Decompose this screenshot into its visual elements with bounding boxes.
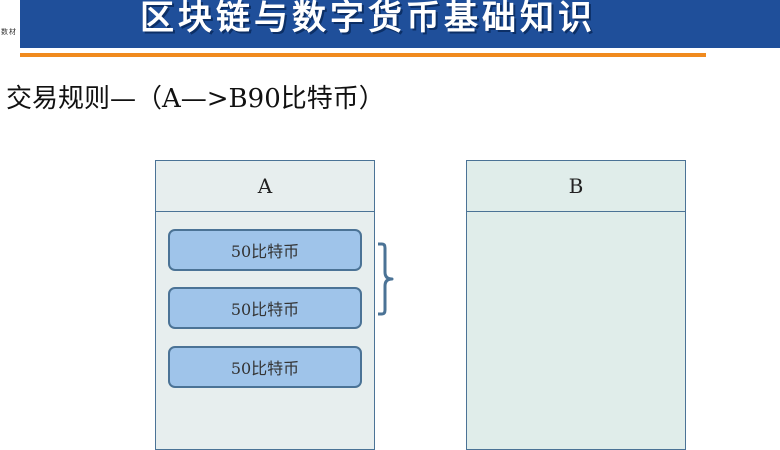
account-a-box: A 50比特币 50比特币 50比特币 [155, 160, 375, 450]
logo-text: 数材 [1, 28, 17, 36]
slide-title: 区块链与数字货币基础知识 [140, 0, 596, 38]
coin-item: 50比特币 [168, 287, 362, 329]
header-accent-line [20, 53, 706, 57]
coin-item: 50比特币 [168, 346, 362, 388]
coin-item: 50比特币 [168, 229, 362, 271]
brace-icon [378, 242, 394, 316]
account-b-box: B [466, 160, 686, 450]
slide-subtitle: 交易规则—（A—>B90比特币） [6, 84, 385, 114]
slide-header: 数材 区块链与数字货币基础知识 [0, 0, 780, 48]
logo: 数材 [0, 0, 20, 48]
account-b-header: B [467, 161, 685, 212]
account-a-header: A [156, 161, 374, 212]
